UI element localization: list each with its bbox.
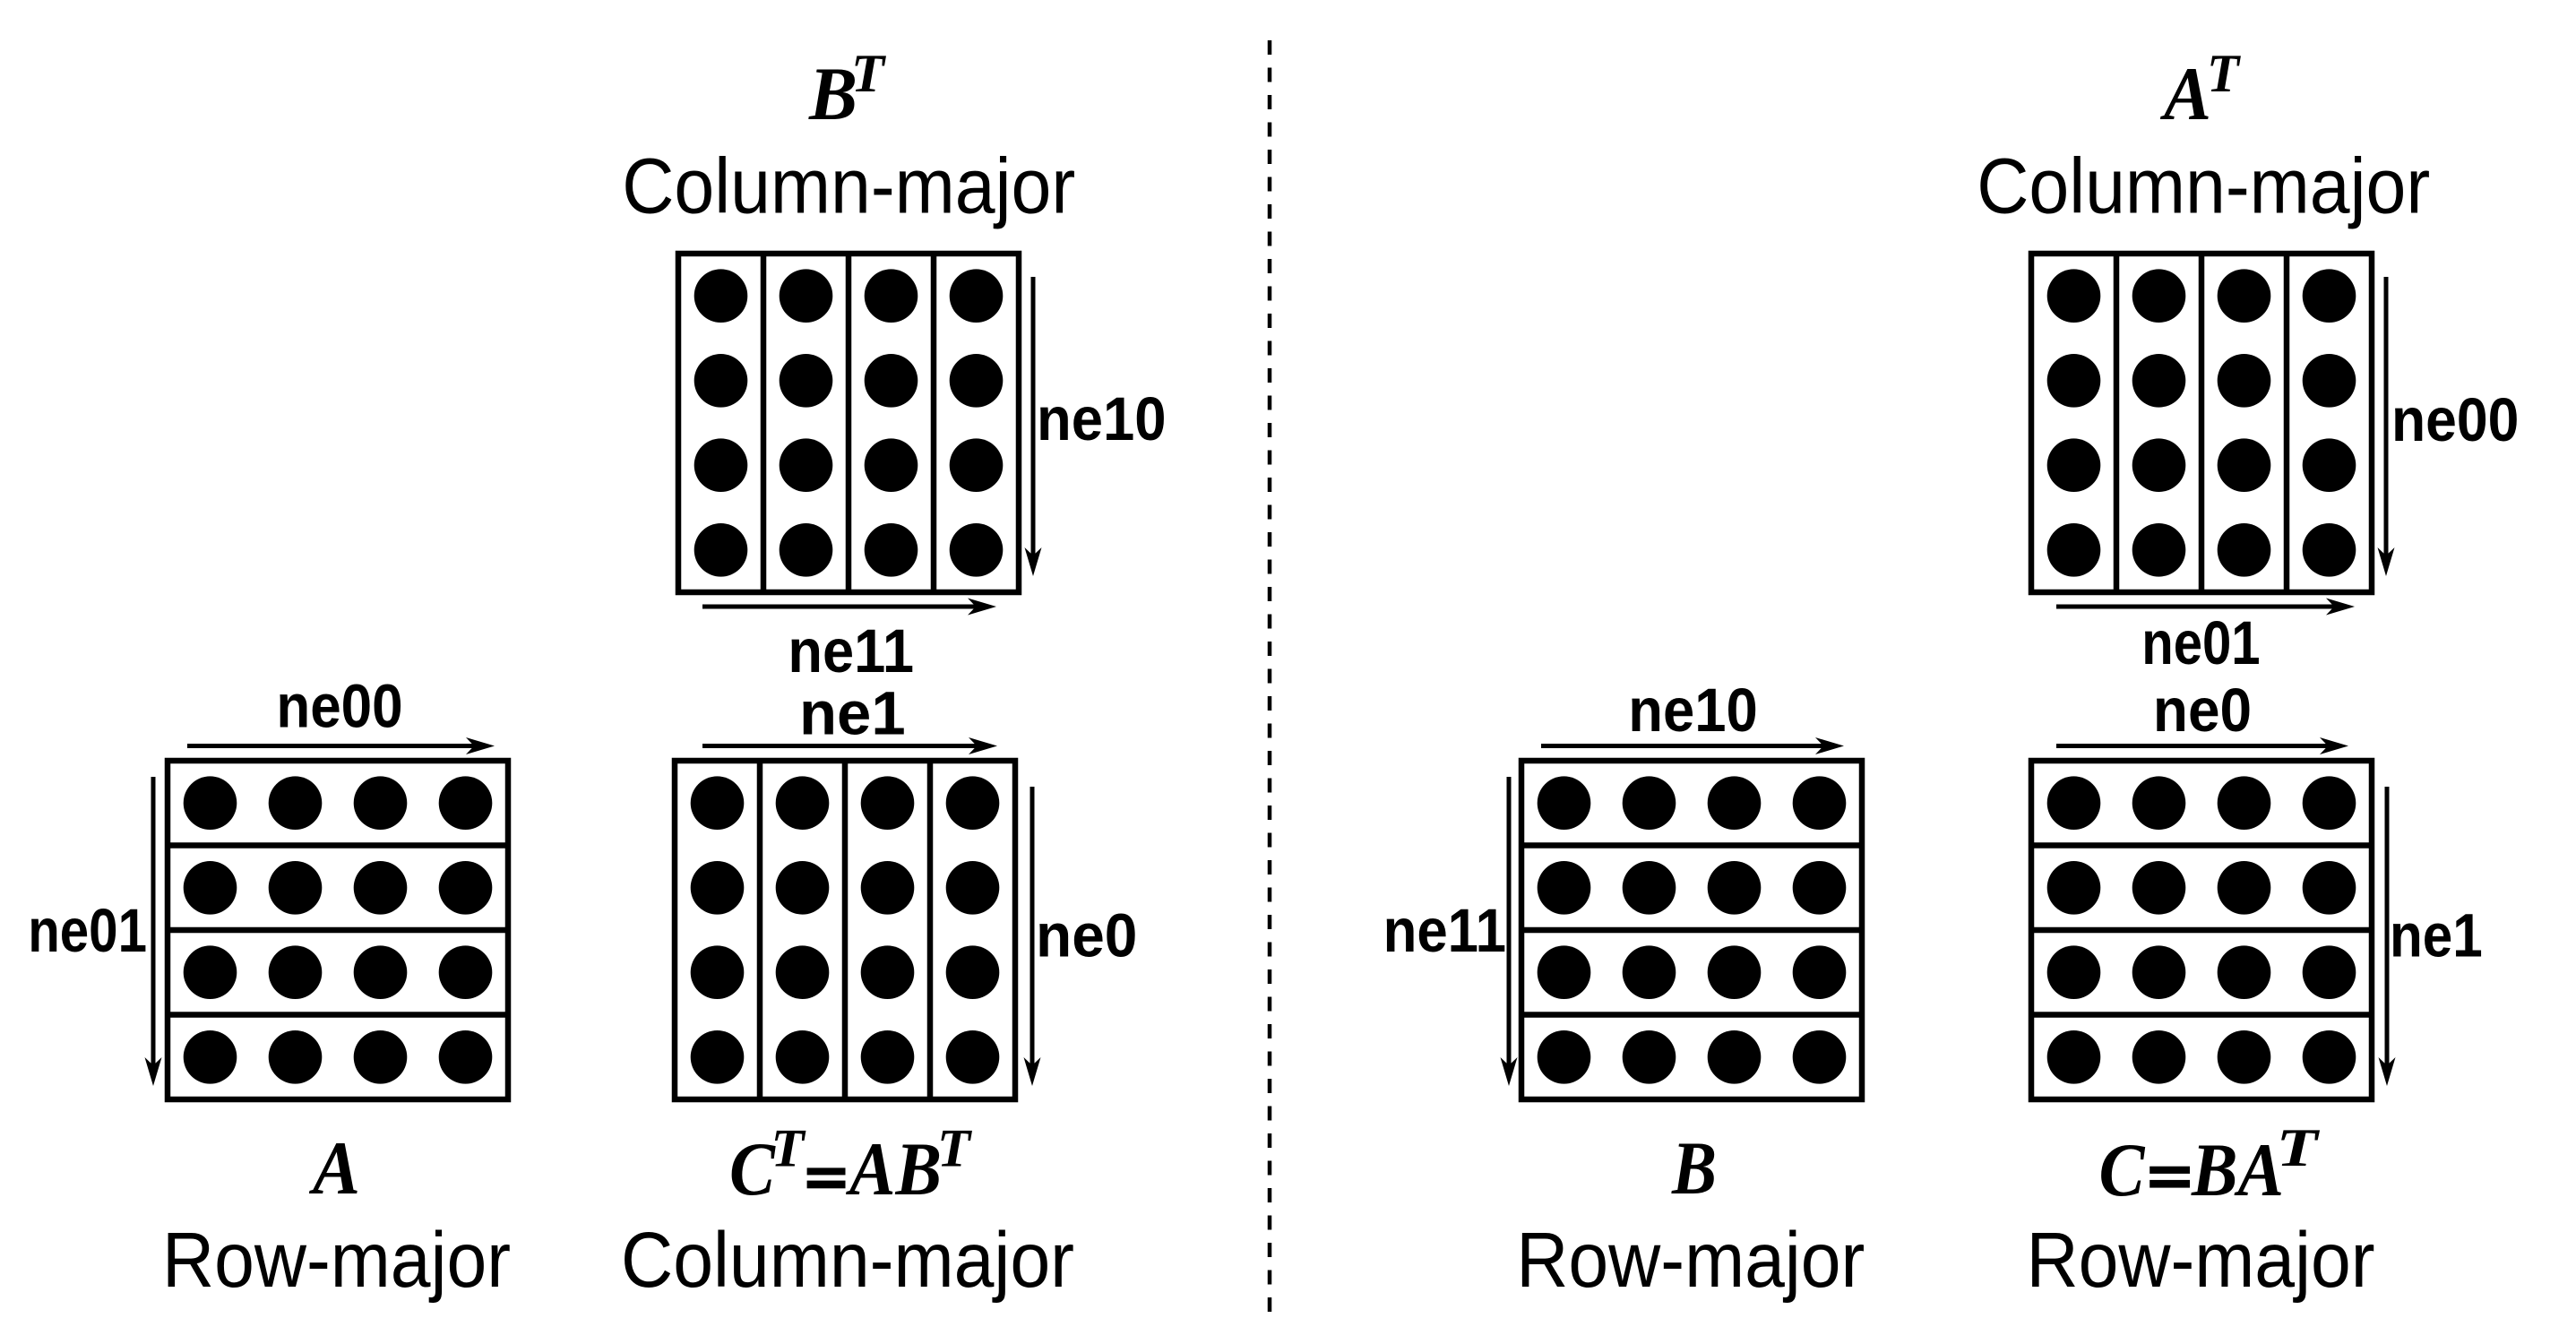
- svg-text:ne1: ne1: [2390, 901, 2483, 970]
- svg-text:Column-major: Column-major: [622, 143, 1075, 230]
- svg-text:Row-major: Row-major: [2027, 1217, 2375, 1304]
- svg-text:Row-major: Row-major: [162, 1217, 511, 1304]
- svg-text:T: T: [771, 1119, 806, 1178]
- svg-text:C: C: [729, 1127, 776, 1211]
- svg-text:T: T: [2277, 1118, 2321, 1177]
- svg-text:ne0: ne0: [1036, 901, 1137, 970]
- svg-text:T: T: [2207, 44, 2241, 103]
- svg-text:ne10: ne10: [1628, 676, 1758, 745]
- svg-text:ne00: ne00: [2391, 385, 2519, 454]
- svg-text:A: A: [2159, 52, 2211, 136]
- svg-text:B: B: [1671, 1126, 1717, 1210]
- svg-text:ne11: ne11: [788, 616, 914, 685]
- svg-text:T: T: [851, 44, 886, 103]
- svg-text:T: T: [937, 1119, 972, 1178]
- svg-text:AB: AB: [845, 1127, 942, 1211]
- svg-text:ne0: ne0: [2153, 676, 2252, 745]
- svg-text:Column-major: Column-major: [1977, 143, 2430, 230]
- svg-text:Row-major: Row-major: [1516, 1217, 1865, 1304]
- svg-text:C: C: [2099, 1128, 2146, 1212]
- svg-text:ne10: ne10: [1037, 384, 1167, 453]
- svg-text:ne01: ne01: [2141, 608, 2260, 677]
- svg-text:ne1: ne1: [799, 679, 906, 748]
- svg-text:ne00: ne00: [276, 672, 402, 741]
- svg-text:A: A: [308, 1126, 360, 1210]
- svg-text:Column-major: Column-major: [621, 1217, 1074, 1304]
- svg-text:BA: BA: [2191, 1128, 2284, 1212]
- svg-text:ne11: ne11: [1383, 896, 1506, 965]
- svg-text:ne01: ne01: [28, 896, 147, 965]
- svg-text:B: B: [808, 52, 857, 136]
